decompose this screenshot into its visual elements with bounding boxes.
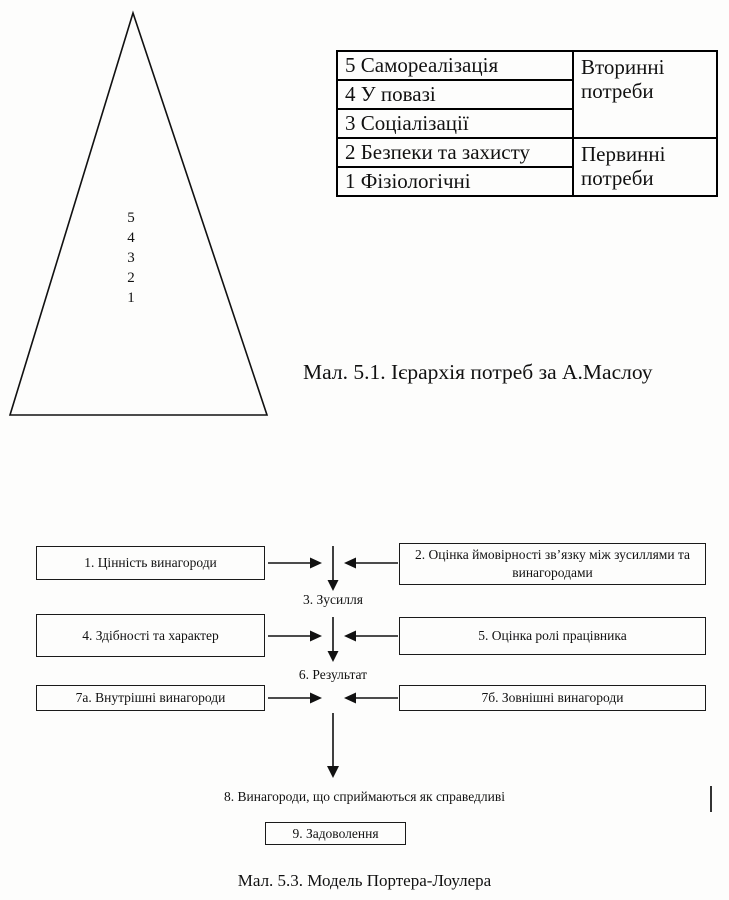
flow-box-1-reward-value: 1. Цінність винагороди (36, 546, 265, 580)
need-level-2: 2 Безпеки та захисту (336, 137, 574, 168)
primary-needs-group: Первинні потреби (572, 137, 718, 197)
flow-box-9-satisfaction: 9. Задоволення (265, 822, 406, 845)
table-row: 3 Соціалізації (336, 108, 717, 139)
arrow-down-to-node3 (327, 546, 339, 591)
table-row: 4 У повазі (336, 79, 717, 110)
pyramid-triangle (8, 10, 269, 416)
arrow-box7a-to-center (268, 692, 322, 704)
need-level-1: 1 Фізіологічні (336, 166, 574, 197)
flow-node-3-effort: 3. Зусилля (303, 592, 363, 607)
flow-box-7b-external-rewards: 7б. Зовнішні винагороди (399, 685, 706, 711)
flow-box-7a-internal-rewards: 7а. Внутрішні винагороди (36, 685, 265, 711)
needs-table: 5 Самореалізація Вторинні потреби 4 У по… (336, 50, 718, 197)
table-row: 2 Безпеки та захисту Первинні потреби (336, 137, 718, 197)
arrow-box4-to-center (268, 630, 322, 642)
need-level-3: 3 Соціалізації (336, 108, 574, 139)
flow-box-4-abilities-character: 4. Здібності та характер (36, 614, 265, 657)
scan-artifact-line (710, 786, 712, 812)
pyramid-level-4: 4 (127, 230, 135, 246)
figure-caption-porter-lawler: Мал. 5.3. Модель Портера-Лоулера (237, 871, 492, 890)
arrow-box5-to-center (344, 630, 398, 642)
secondary-needs-group: Вторинні потреби (572, 50, 718, 139)
table-row: 5 Самореалізація Вторинні потреби (336, 50, 718, 139)
pyramid-level-5: 5 (127, 210, 135, 226)
figure-caption-maslow: Мал. 5.1. Ієрархія потреб за А.Маслоу (303, 360, 653, 384)
arrow-box7b-to-center (344, 692, 398, 704)
need-level-4: 4 У повазі (336, 79, 574, 110)
pyramid-level-3: 3 (127, 250, 135, 266)
arrow-box2-to-center (344, 557, 398, 569)
arrow-box1-to-center (268, 557, 322, 569)
flow-box-2-effort-reward-probability: 2. Оцінка ймовірності зв’язку між зусилл… (399, 543, 706, 585)
pyramid-level-2: 2 (127, 270, 135, 286)
flow-box-5-role-assessment: 5. Оцінка ролі працівника (399, 617, 706, 655)
pyramid-level-1: 1 (127, 290, 135, 306)
flow-text-8-fair-rewards: 8. Винагороди, що сприймаються як справе… (224, 789, 505, 804)
flow-node-6-result: 6. Результат (298, 667, 368, 682)
table-row: 1 Фізіологічні (336, 166, 717, 197)
need-level-5: 5 Самореалізація (336, 50, 574, 81)
arrow-down-to-text8 (327, 713, 339, 778)
arrow-down-to-node6 (327, 617, 339, 662)
